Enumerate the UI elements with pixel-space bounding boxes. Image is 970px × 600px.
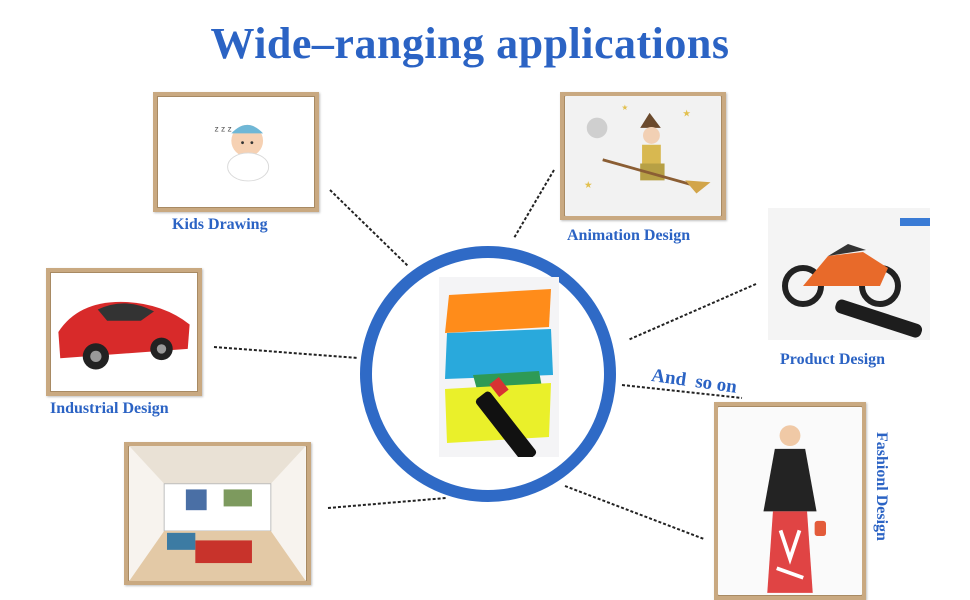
fashion-design-label: Fashionl Design [873, 432, 890, 541]
svg-text:★: ★ [621, 103, 628, 112]
svg-text:★: ★ [584, 181, 592, 191]
product-design-frame [768, 208, 930, 340]
interior-sketch-icon [129, 446, 306, 581]
svg-text:★: ★ [682, 110, 690, 120]
animation-design-frame: ★ ★ ★ [560, 92, 726, 220]
motorcycle-sketch-icon [768, 208, 930, 340]
sports-car-icon [58, 301, 190, 370]
marker-strokes-image [439, 277, 559, 463]
witch-broom-icon: ★ ★ ★ [565, 96, 721, 216]
animation-design-label: Animation Design [567, 227, 691, 244]
kids-drawing-label: Kids Drawing [172, 216, 268, 233]
interior-design-frame [124, 442, 311, 585]
industrial-design-frame [46, 268, 202, 396]
kids-drawing-frame: z z z [153, 92, 319, 212]
and-so-on-label: And so on [650, 365, 739, 398]
marker-strokes-icon [445, 289, 553, 463]
fashion-model-icon [718, 407, 862, 595]
industrial-design-label: Industrial Design [50, 400, 169, 417]
page-title: Wide–ranging applications [210, 19, 730, 68]
baby-moon-icon: z z z [188, 114, 270, 199]
svg-text:z z z: z z z [215, 123, 232, 133]
fashion-design-frame [714, 402, 866, 600]
product-design-label: Product Design [780, 351, 886, 368]
